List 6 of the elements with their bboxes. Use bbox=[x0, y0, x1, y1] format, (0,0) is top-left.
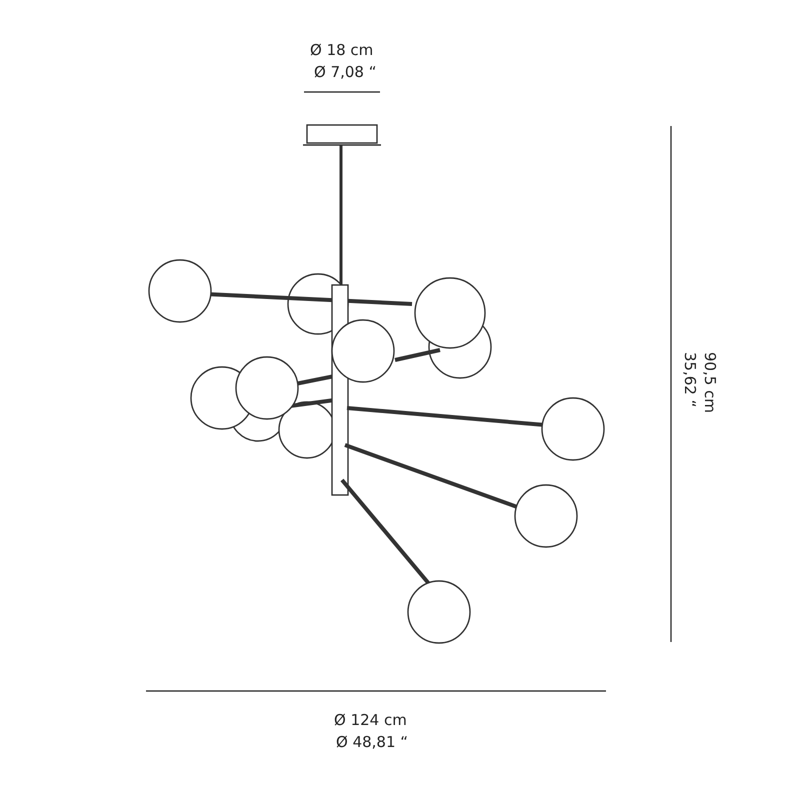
dimension-label: Ø 7,08 “ bbox=[314, 62, 377, 82]
dimension-label: 35,62 “ bbox=[680, 352, 700, 408]
dimension-label: 90,5 cm bbox=[700, 352, 720, 414]
dimension-label: Ø 18 cm bbox=[310, 40, 374, 60]
dimension-label: Ø 48,81 “ bbox=[336, 732, 408, 752]
dimension-label: Ø 124 cm bbox=[334, 710, 407, 730]
